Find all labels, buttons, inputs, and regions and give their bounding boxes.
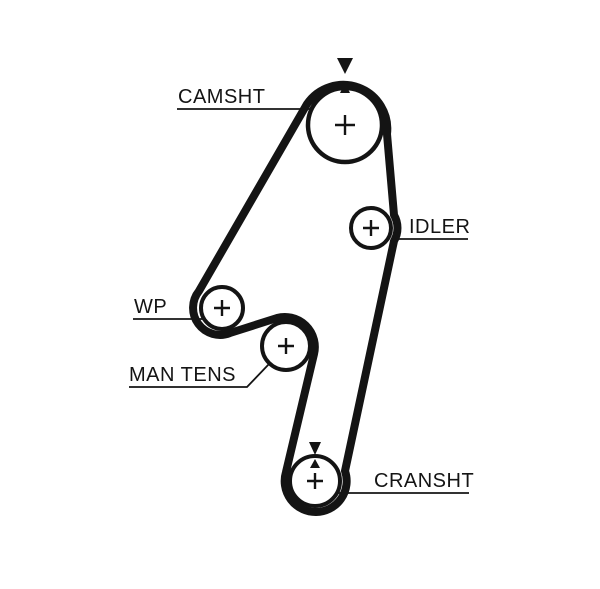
crankshaft-timing-mark-icon bbox=[310, 459, 320, 468]
tensioner-center-cross-icon bbox=[278, 338, 294, 354]
tensioner-leader-line bbox=[129, 363, 270, 388]
crankshaft-direction-arrow-icon bbox=[309, 442, 321, 455]
timing-belt-path bbox=[189, 80, 402, 517]
water-pump-label: WP bbox=[134, 296, 167, 318]
water-pump-center-cross-icon bbox=[214, 300, 230, 316]
idler-center-cross-icon bbox=[363, 220, 379, 236]
camshaft-timing-mark-icon bbox=[340, 83, 350, 93]
crankshaft-label: CRANSHT bbox=[374, 470, 474, 492]
idler-label: IDLER bbox=[409, 216, 470, 238]
camshaft-direction-arrow-icon bbox=[337, 58, 353, 74]
camshaft-label: CAMSHT bbox=[178, 86, 265, 108]
camshaft-center-cross-icon bbox=[335, 115, 355, 135]
tensioner-label: MAN TENS bbox=[129, 364, 236, 386]
crankshaft-center-cross-icon bbox=[307, 473, 323, 489]
